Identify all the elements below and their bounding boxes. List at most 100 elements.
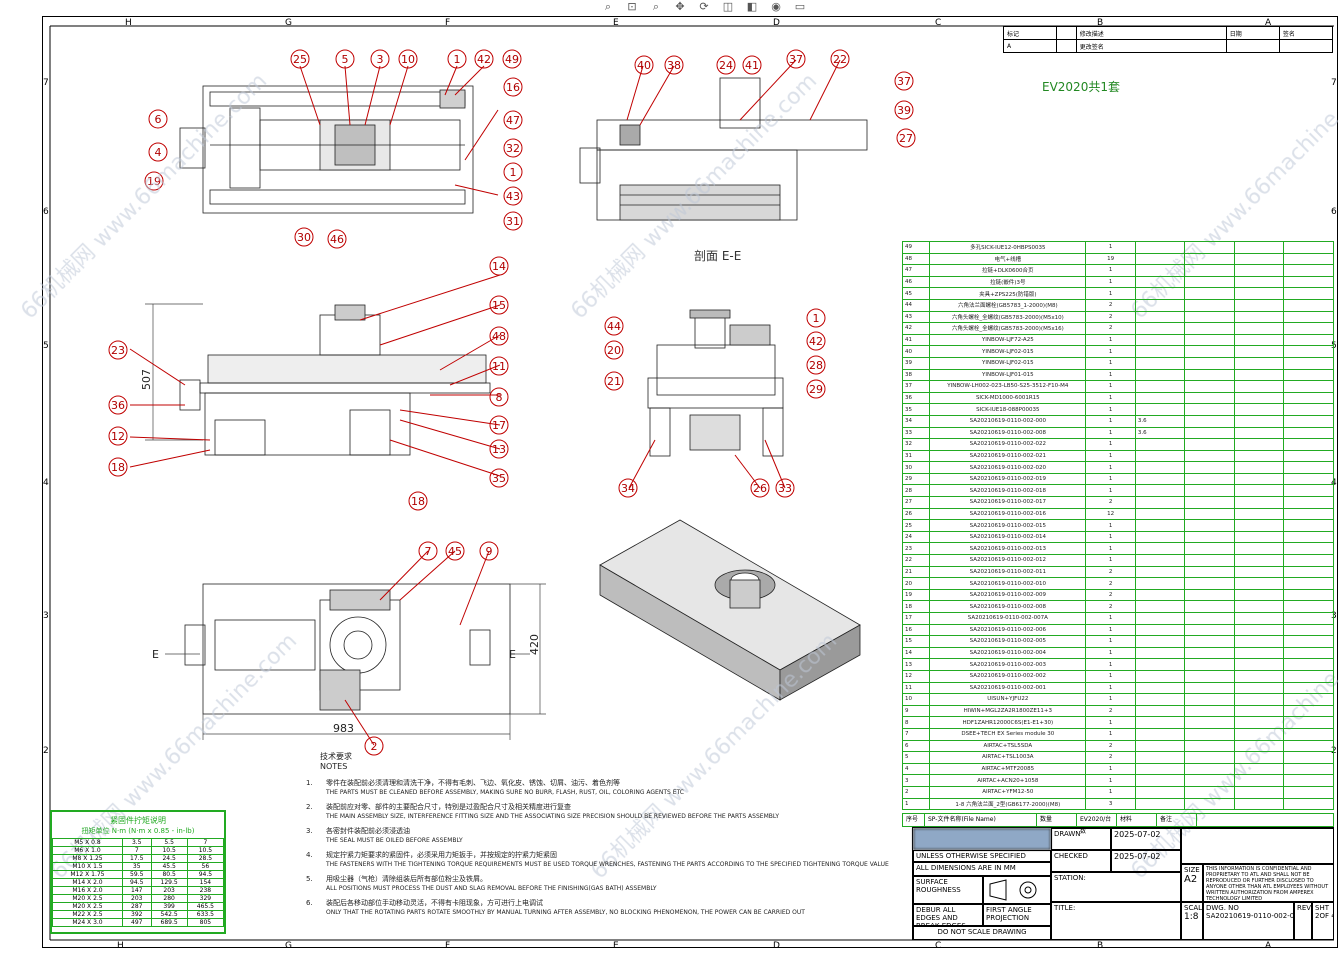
bom-cell (1184, 310, 1235, 324)
rotate-icon[interactable]: ⟳ (699, 0, 709, 13)
torque-cell: 203 (150, 886, 188, 895)
title-block: UNLESS OTHERWISE SPECIFIED ALL DIMENSION… (912, 827, 1334, 940)
bom-cell: 19 (1085, 252, 1136, 266)
title-label: TITLE: (1051, 902, 1181, 940)
bom-cell (1134, 519, 1186, 532)
bom-cell (1184, 785, 1235, 799)
display-style-icon[interactable]: ◧ (746, 0, 758, 13)
bom-cell: SICK-IUE18-088P00035 (929, 403, 1087, 416)
bom-cell: SA20210619-0110-002-001 (929, 681, 1087, 695)
revision-row: A 更改签名 (1002, 39, 1334, 53)
bom-cell: 25 (901, 519, 931, 532)
torque-title: 紧固件拧矩说明 (110, 816, 166, 825)
bom-cell (1134, 391, 1186, 405)
revision-cell: 日期 (1225, 26, 1280, 40)
bom-cell: 1 (1085, 461, 1136, 474)
bom-cell: 六角头螺栓_全螺纹(GB5783-2000)(M5x10) (929, 310, 1087, 324)
bom-cell (1134, 751, 1186, 764)
bom-cell: 2 (1085, 739, 1136, 753)
view-orientation-icon[interactable]: ◫ (722, 0, 734, 13)
bom-cell: 28 (901, 484, 931, 498)
bom-cell (1283, 356, 1334, 370)
pan-icon[interactable]: ✥ (675, 0, 685, 13)
bom-cell (1283, 426, 1334, 440)
bom-cell: 23 (901, 542, 931, 556)
zoom-area-icon[interactable]: ⊡ (627, 0, 637, 13)
bom-cell: SA20210619-0110-002-013 (929, 542, 1087, 556)
sheet-cell: SHT 2OF 4 (1312, 902, 1334, 940)
bom-cell (1184, 658, 1235, 671)
balloon-top: 43 (506, 190, 520, 203)
revision-cell: 签名 (1278, 26, 1334, 40)
torque-cell: 35 (121, 862, 152, 871)
bom-cell: 5 (901, 751, 931, 764)
torque-cell: 497 (121, 918, 152, 927)
bom-cell: SA20210619-0110-002-006 (929, 623, 1087, 637)
bom-cell: SA20210619-0110-002-017 (929, 496, 1087, 509)
bom-cell: 1 (1085, 414, 1136, 428)
balloon-top: 4 (155, 146, 162, 159)
bom-cell (1233, 519, 1285, 532)
appearance-icon[interactable]: ◉ (771, 0, 781, 13)
bom-cell (1233, 275, 1285, 289)
balloon-side: 42 (809, 335, 823, 348)
bom-cell (1283, 264, 1334, 277)
revision-cell: A (1002, 39, 1058, 53)
bom-cell: 10 (901, 693, 931, 706)
bom-cell: SA20210619-0110-002-000 (929, 414, 1087, 428)
bom-cell (1283, 704, 1334, 718)
torque-cell: M6 X 1.0 (52, 846, 123, 855)
size-value: A2 (1184, 874, 1198, 885)
bom-cell (1134, 380, 1186, 393)
bom-cell (1184, 751, 1235, 764)
bom-cell: 1 (1085, 658, 1136, 671)
bom-cell (1283, 565, 1334, 579)
zoom-icon[interactable]: ⌕ (652, 0, 660, 13)
section-view-icon[interactable]: ▭ (794, 0, 806, 13)
bom-cell (1283, 612, 1334, 625)
bom-cell: 42 (901, 322, 931, 335)
zone-row: 7 (1331, 78, 1337, 88)
balloon-section: 39 (897, 104, 911, 117)
bom-cell (1134, 612, 1186, 625)
tech-item-cn: 各密封件装配前必须浸透油 (326, 827, 410, 835)
bom-cell: YINBOW-LJF02-015 (929, 356, 1087, 370)
bom-cell: 31 (901, 449, 931, 463)
tech-item-number: 5. (306, 875, 313, 883)
tech-item-en: THE PARTS MUST BE CLEANED BEFORE ASSEMBL… (326, 789, 684, 796)
bom-cell: 多孔SICK-IUE12-0HBPS0035 (929, 241, 1087, 254)
tech-item-en: ALL POSITIONS MUST PROCESS THE DUST AND … (326, 885, 657, 892)
balloon-section: 37 (897, 75, 911, 88)
bom-cell (1184, 241, 1235, 254)
bom-cell: 1 (1085, 484, 1136, 498)
torque-cell: 56 (186, 862, 225, 871)
drawn-date: 2025-07-02 (1111, 828, 1181, 850)
surface-roughness: SURFACE ROUGHNESS (913, 876, 983, 904)
bom-cell (1184, 588, 1235, 602)
bom-cell (1233, 797, 1285, 811)
bom-cell: 2 (1085, 600, 1136, 613)
bom-cell (1184, 774, 1235, 787)
bom-cell: SA20210619-0110-002-021 (929, 449, 1087, 463)
bom-cell (1134, 681, 1186, 695)
bom-cell: UISUN+YJFU22 (929, 693, 1087, 706)
bom-cell (1283, 241, 1334, 254)
balloon-front: 36 (111, 399, 125, 412)
bom-cell: 13 (901, 658, 931, 671)
bom-cell (1283, 623, 1334, 637)
bom-cell: SA20210619-0110-002-008 (929, 426, 1087, 440)
bom-cell (1184, 380, 1235, 393)
bom-cell (1283, 472, 1334, 486)
bom-cell (1184, 484, 1235, 498)
bom-cell: 1 (1085, 623, 1136, 637)
bom-cell: SA20210619-0110-002-011 (929, 565, 1087, 579)
bom-cell: 39 (901, 356, 931, 370)
zoom-fit-icon[interactable]: ⌕ (604, 0, 612, 13)
